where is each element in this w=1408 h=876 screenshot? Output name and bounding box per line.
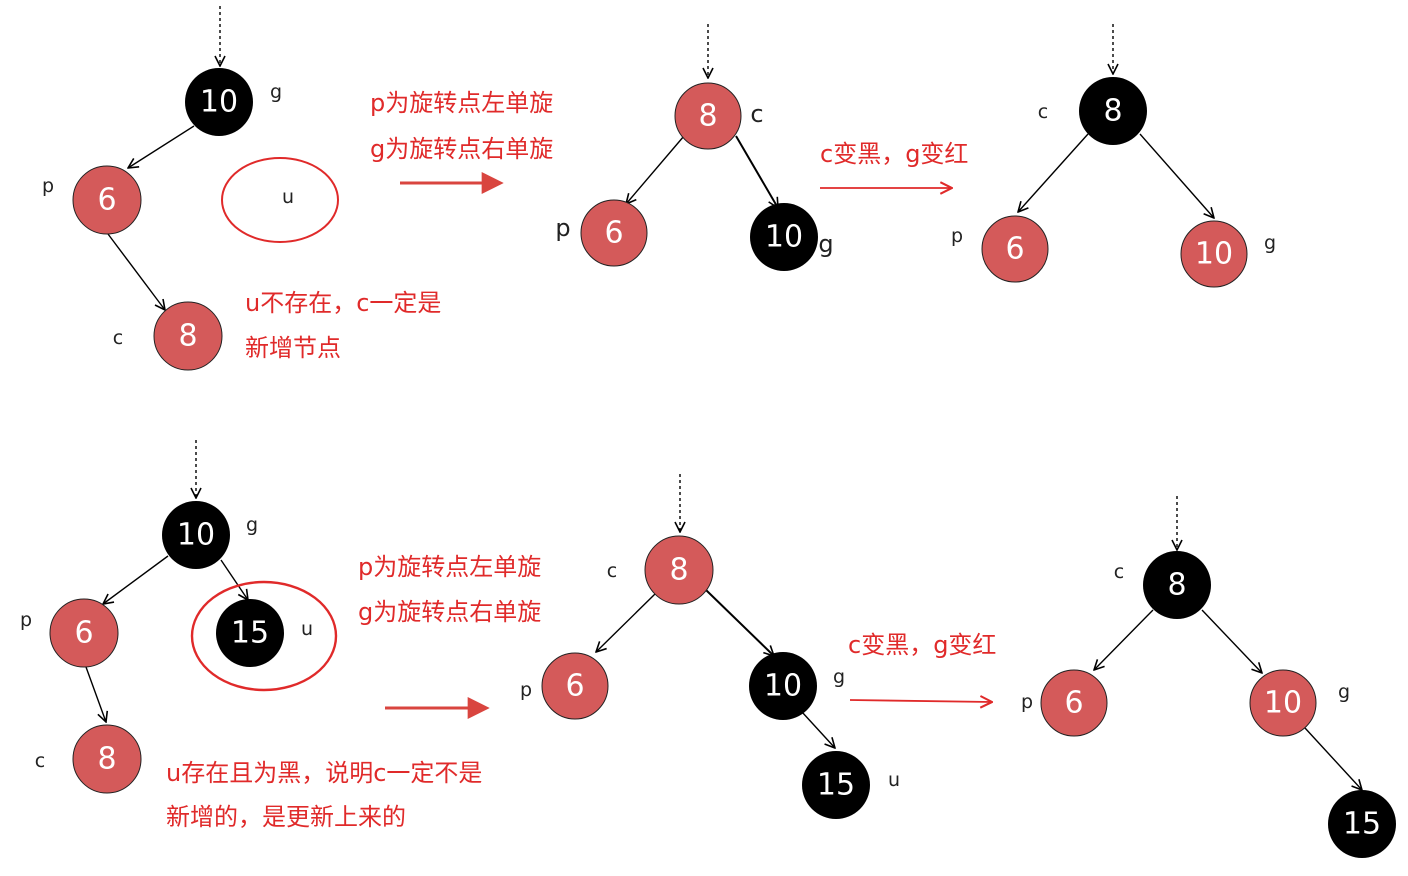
g-label: g [818,230,833,258]
top-step1-text-line2: g为旋转点右单旋 [370,135,553,163]
edge-g-u [801,711,835,748]
node-p-red [541,652,609,720]
top-after-recolor-tree: 8 c 6 p 10 g [951,24,1276,288]
node-p-red [1040,669,1108,737]
node-p-value: 6 [74,616,93,651]
c-label: c [750,100,763,128]
node-c-value: 8 [1167,568,1186,603]
node-g-black [750,203,818,271]
uncle-highlight [190,580,338,692]
bottom-note-line2: 新增的，是更新上来的 [166,803,406,831]
edge-c-p [626,135,685,204]
top-note-line1: u不存在，c一定是 [245,289,441,317]
p-label: p [555,214,570,242]
node-g-red [1249,669,1317,737]
node-u-value: 15 [1343,807,1381,842]
bottom-note-line1: u存在且为黑，说明c一定不是 [166,759,482,787]
bottom-step1-text-line1: p为旋转点左单旋 [358,553,541,581]
node-u-black [1328,790,1396,858]
top-after-rotation-tree: 8 c 6 p 10 g [555,24,834,271]
top-step1-text-line1: p为旋转点左单旋 [370,89,553,117]
u-label: u [888,769,900,791]
node-p-value: 6 [1064,686,1083,721]
bottom-after-recolor-tree: 8 c 6 p 10 g 15 [1021,496,1396,858]
node-p-red [981,215,1049,283]
node-g-value: 10 [177,518,215,553]
p-label: p [20,609,32,631]
edge-g-p [103,555,169,604]
top-note-line2: 新增节点 [245,334,341,362]
node-u-black [802,751,870,819]
node-c-red [72,724,142,794]
node-g-value: 10 [1195,237,1233,272]
top-step2-text: c变黑，g变红 [820,140,968,168]
node-g-red [1180,220,1248,288]
node-g-value: 10 [764,669,802,704]
edge-c-g [735,135,778,208]
node-c-black [1143,551,1211,619]
bottom-after-rotation-tree: 8 c 6 p 10 g 15 u [520,474,900,819]
node-g-value: 10 [200,85,238,120]
node-u-black [216,599,284,667]
uncle-missing-highlight [221,157,339,243]
c-label: c [35,750,45,772]
node-p-value: 6 [604,216,623,251]
g-label: g [1338,681,1350,703]
c-label: c [607,560,617,582]
g-label: g [246,514,258,536]
g-label: g [270,81,282,103]
c-label: c [1114,561,1124,583]
node-c-red [644,535,714,605]
edge-c-g [1139,133,1214,218]
node-c-value: 8 [1103,94,1122,129]
node-g-black [749,652,817,720]
edge-g-p [128,125,195,168]
bottom-step1-text-line2: g为旋转点右单旋 [358,598,541,626]
node-c-value: 8 [669,553,688,588]
node-g-value: 10 [1264,686,1302,721]
node-c-value: 8 [97,742,116,777]
node-c-black [1079,77,1147,145]
node-p-red [49,598,119,668]
top-before-tree: u 10 g 6 p 8 c [42,6,339,371]
node-c-red [153,301,223,371]
uncle-label: u [282,186,294,208]
c-label: c [1038,101,1048,123]
node-c-value: 8 [698,99,717,134]
node-c-value: 8 [178,319,197,354]
edge-c-g [1201,609,1262,673]
bottom-step2-text: c变黑，g变红 [848,631,996,659]
edge-c-g [705,589,774,656]
u-label: u [301,618,313,640]
edge-c-p [1094,609,1154,670]
edge-c-p [1018,133,1089,212]
edge-g-u [220,559,248,600]
edge-c-p [596,593,656,652]
node-g-black [162,501,230,569]
bottom-step2-arrow [849,700,992,702]
p-label: p [520,679,532,701]
edge-p-c [107,233,165,310]
p-label: p [1021,691,1033,713]
g-label: g [833,666,845,688]
node-u-value: 15 [817,768,855,803]
bottom-before-tree: 10 g 6 p 15 u 8 c [20,440,338,794]
edge-p-c [85,666,106,722]
node-p-value: 6 [1005,232,1024,267]
node-p-value: 6 [565,669,584,704]
g-label: g [1264,232,1276,254]
edge-g-u [1304,727,1362,790]
node-p-red [580,199,648,267]
node-p-red [72,165,142,235]
node-g-value: 10 [765,220,803,255]
node-c-red [674,82,742,150]
c-label: c [113,327,123,349]
node-u-value: 15 [231,616,269,651]
node-g-black [185,68,253,136]
p-label: p [951,225,963,247]
p-label: p [42,175,54,197]
node-p-value: 6 [97,183,116,218]
